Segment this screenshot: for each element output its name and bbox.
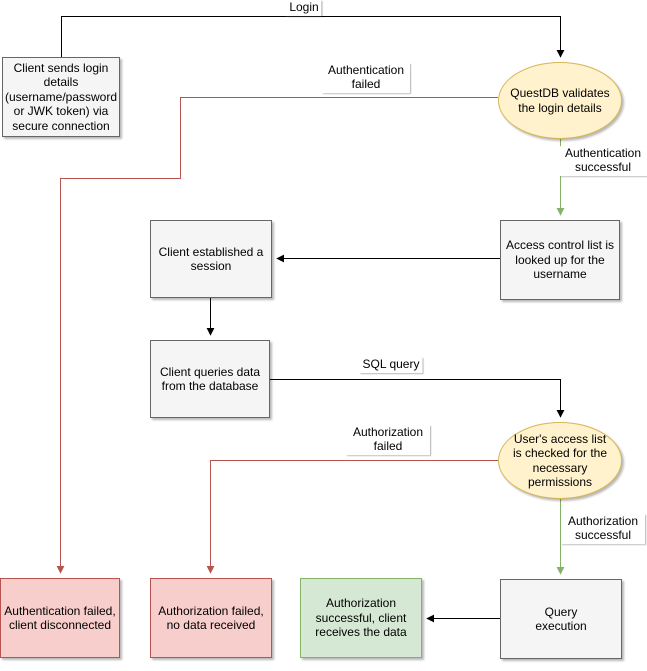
edge-label-login: Login [286,0,322,16]
node-authorization-failed-label: Authorization failed, no data received [158,603,264,632]
node-user-access-check-label: User's access list is checked for the ne… [512,431,608,489]
edge-label-authentication-successful: Authentication successful [559,146,647,176]
node-acl-lookup-label: Access control list is looked up for the… [505,238,615,282]
node-authentication-failed: Authentication failed, client disconnect… [0,578,120,658]
node-client-session-label: Client established a session [158,244,264,273]
node-questdb-validates: QuestDB validates the login details [498,62,622,139]
node-client-sends-login-label: Client sends login details (username/pas… [4,61,118,133]
node-query-execution-label: Query execution [535,604,587,633]
node-authorization-successful-label: Authorization successful, client receive… [315,596,407,640]
edge-label-authorization-failed: Authorization failed [346,425,430,455]
edge-sql-query [270,379,565,418]
edge-authorization-failed [206,460,498,574]
node-authentication-failed-label: Authentication failed, client disconnect… [4,603,116,632]
node-client-queries-label: Client queries data from the database [159,364,261,393]
node-query-execution: Query execution [500,579,622,659]
edge-login [61,16,565,58]
edge-authentication-failed [56,97,498,574]
node-questdb-validates-label: QuestDB validates the login details [510,86,610,115]
edge-label-authorization-successful: Authorization successful [561,514,645,544]
edge-label-sql-query: SQL query [359,357,423,373]
edge-label-authentication-failed: Authentication failed [322,63,410,93]
node-user-access-check: User's access list is checked for the ne… [498,422,622,499]
node-client-sends-login: Client sends login details (username/pas… [2,57,120,137]
node-client-queries: Client queries data from the database [150,340,270,418]
node-authorization-failed: Authorization failed, no data received [150,578,272,658]
node-authorization-successful: Authorization successful, client receive… [300,578,422,658]
node-client-session: Client established a session [150,220,272,298]
node-acl-lookup: Access control list is looked up for the… [500,220,620,300]
